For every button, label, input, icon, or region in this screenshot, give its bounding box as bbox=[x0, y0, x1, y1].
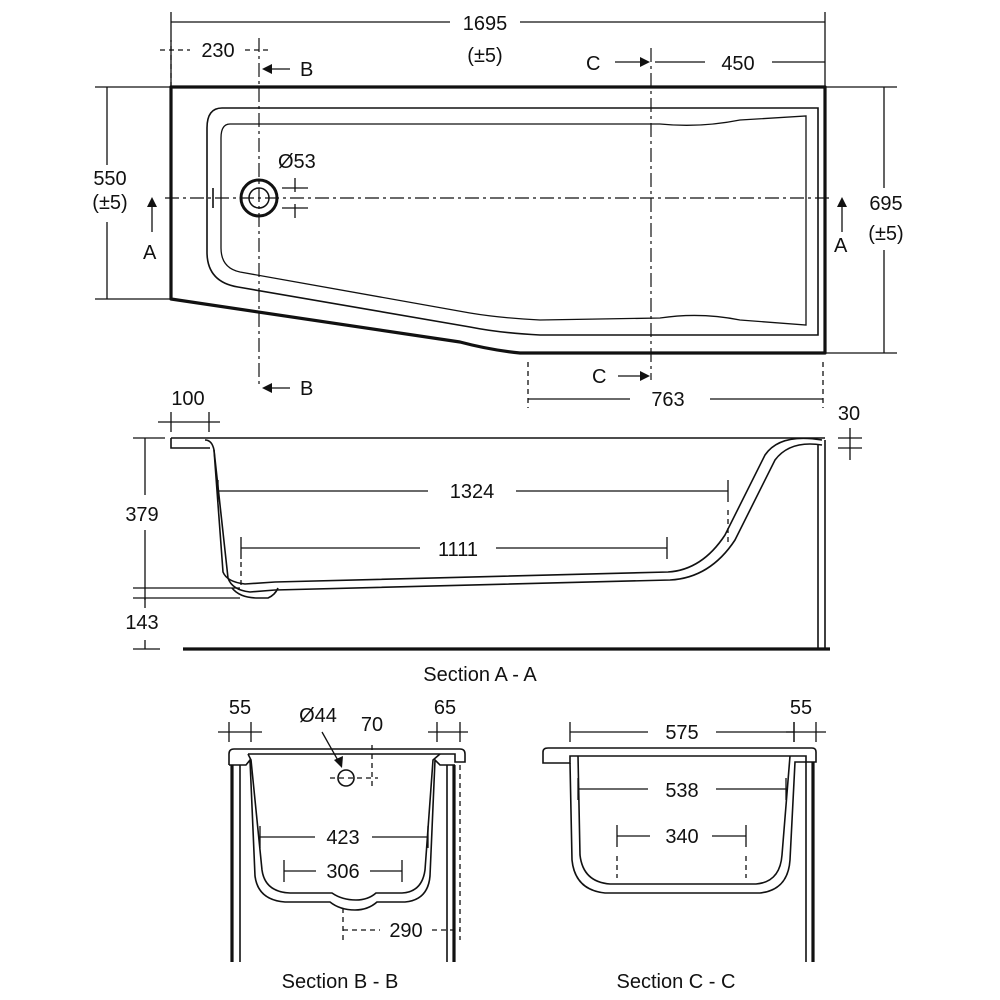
bb-dim-right-rim-label: 65 bbox=[434, 697, 456, 719]
section-a-arrow-right bbox=[837, 197, 847, 232]
section-c-arrow-top bbox=[615, 57, 650, 67]
bb-left-wall-outer bbox=[229, 757, 455, 911]
bb-waste-outlet bbox=[337, 769, 355, 787]
dim-wide-width-label: 695 bbox=[869, 193, 902, 215]
section-b-arrow-bottom bbox=[262, 383, 290, 393]
cc-dim-right-rim-label: 55 bbox=[790, 697, 812, 719]
bb-dim-outer-foot-label: 290 bbox=[389, 920, 422, 942]
plan-inner-inset bbox=[220, 115, 807, 326]
cc-title: Section C - C bbox=[617, 971, 736, 993]
aa-dim-rim-thickness bbox=[838, 428, 862, 460]
cc-dim-inner-bottom bbox=[616, 825, 747, 878]
dim-waste-offset-label: 230 bbox=[201, 40, 234, 62]
section-cc: 575 55 538 340 Section C - C bbox=[542, 697, 826, 993]
plan-outer-outline bbox=[169, 85, 827, 355]
dim-overall-length bbox=[170, 12, 826, 87]
aa-dim-bottom-length bbox=[240, 537, 668, 585]
aa-title: Section A - A bbox=[423, 664, 537, 686]
aa-dim-floor-height-label: 143 bbox=[125, 612, 158, 634]
section-a-label-left: A bbox=[143, 242, 157, 264]
cc-dim-right-rim bbox=[786, 722, 826, 742]
cc-shell-inner bbox=[577, 755, 791, 885]
dim-c-offset-label: 450 bbox=[721, 53, 754, 75]
aa-dim-depth-label: 379 bbox=[125, 504, 158, 526]
cc-dim-top-width-label: 575 bbox=[665, 722, 698, 744]
aa-waste-bump bbox=[231, 587, 279, 599]
aa-left-rim bbox=[170, 438, 210, 449]
cc-shell-outer bbox=[569, 761, 806, 894]
dim-wide-width bbox=[825, 86, 897, 354]
aa-dim-bottom-length-label: 1111 bbox=[438, 539, 478, 561]
bb-inner-shell bbox=[247, 753, 441, 901]
aa-dim-floor-height bbox=[133, 597, 240, 650]
bb-rim bbox=[228, 748, 466, 765]
cc-dim-inner-top bbox=[577, 778, 787, 800]
section-c-label-top: C bbox=[586, 53, 600, 75]
bb-waste-offset-label: 70 bbox=[361, 714, 383, 736]
dim-wide-width-tol: (±5) bbox=[868, 223, 903, 245]
bb-waste-diameter-label: Ø44 bbox=[299, 705, 337, 727]
bb-dim-inner-top-label: 423 bbox=[326, 827, 359, 849]
cc-dim-inner-bottom-label: 340 bbox=[665, 826, 698, 848]
plan-waste-diameter-label: Ø53 bbox=[278, 151, 316, 173]
section-c-label-bottom: C bbox=[592, 366, 606, 388]
bb-dim-left-rim bbox=[218, 722, 262, 742]
plan-inner-outline bbox=[206, 107, 819, 336]
section-c-arrow-bottom bbox=[618, 371, 650, 381]
bb-dim-left-rim-label: 55 bbox=[229, 697, 251, 719]
bb-dim-inner-top bbox=[259, 826, 429, 848]
dim-end-width-tol: (±5) bbox=[92, 192, 127, 214]
aa-shell-outer bbox=[204, 439, 823, 593]
dim-straight-length bbox=[527, 362, 824, 408]
plan-waste-diameter-marker bbox=[282, 178, 308, 218]
section-a-label-right: A bbox=[834, 235, 848, 257]
dim-waste-offset bbox=[160, 40, 270, 87]
dim-overall-length-label: 1695 bbox=[463, 13, 508, 35]
bb-dim-inner-bottom bbox=[283, 860, 403, 882]
section-b-label-bottom: B bbox=[300, 378, 313, 400]
aa-shell-inner bbox=[213, 437, 823, 585]
bb-title: Section B - B bbox=[282, 971, 399, 993]
aa-dim-rim-thickness-label: 30 bbox=[838, 403, 860, 425]
section-bb: Ø44 70 55 65 423 3 bbox=[218, 697, 468, 993]
aa-dim-top-length-label: 1324 bbox=[450, 481, 495, 503]
cc-dim-inner-top-label: 538 bbox=[665, 780, 698, 802]
plan-waste-outlet bbox=[239, 178, 279, 218]
section-b-arrow-top bbox=[262, 64, 290, 74]
section-b-label-top: B bbox=[300, 59, 313, 81]
bb-waste-leader bbox=[321, 731, 343, 768]
aa-dim-rim-width-label: 100 bbox=[171, 388, 204, 410]
section-aa: 100 30 379 143 bbox=[125, 388, 862, 686]
cc-rim bbox=[542, 747, 817, 764]
bb-dim-outer-foot bbox=[342, 765, 461, 940]
dim-end-width bbox=[95, 86, 171, 300]
dim-straight-length-label: 763 bbox=[651, 389, 684, 411]
aa-dim-rim-width bbox=[158, 412, 220, 432]
dim-overall-length-tol: (±5) bbox=[467, 45, 502, 67]
dim-end-width-label: 550 bbox=[93, 168, 126, 190]
section-a-arrow-left bbox=[147, 197, 157, 232]
aa-dim-depth bbox=[133, 437, 240, 600]
aa-dim-top-length bbox=[217, 480, 729, 545]
bb-dim-right-rim bbox=[428, 722, 468, 742]
bb-dim-inner-bottom-label: 306 bbox=[326, 861, 359, 883]
plan-view: Ø53 1695 (±5) 230 B B C bbox=[92, 12, 904, 411]
